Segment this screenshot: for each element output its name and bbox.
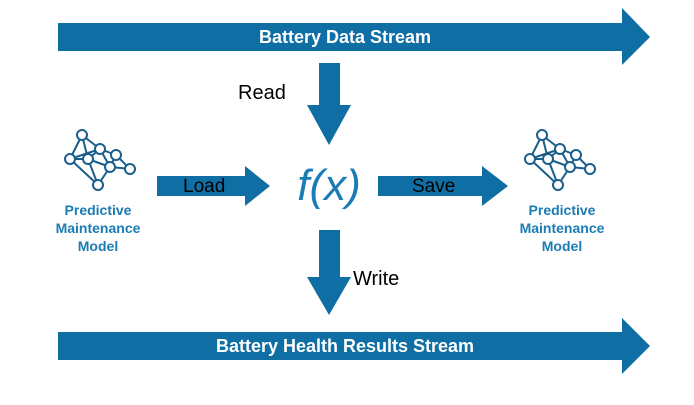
neural-network-icon <box>64 129 136 191</box>
left-model-caption: Predictive Maintenance Model <box>38 201 158 255</box>
right-model-caption-line-3: Model <box>541 238 583 254</box>
save-arrow <box>378 166 508 206</box>
left-model-caption-line-2: Maintenance <box>55 220 141 236</box>
right-model-caption-line-2: Maintenance <box>519 220 605 236</box>
read-arrow <box>307 63 351 145</box>
neural-network-icon <box>524 129 596 191</box>
left-model-caption-line-3: Model <box>77 238 119 254</box>
left-model-caption-line-1: Predictive <box>64 202 132 218</box>
battery-data-stream-label: Battery Data Stream <box>258 27 432 47</box>
read-label: Read <box>238 82 286 104</box>
battery-health-results-stream-label: Battery Health Results Stream <box>215 336 475 356</box>
battery-health-results-stream-arrow <box>58 318 650 374</box>
save-label: Save <box>412 176 456 197</box>
write-arrow <box>307 230 351 315</box>
load-arrow <box>157 166 270 206</box>
right-model-caption: Predictive Maintenance Model <box>502 201 622 255</box>
load-label: Load <box>183 176 226 197</box>
right-model-caption-line-1: Predictive <box>528 202 596 218</box>
battery-data-stream-arrow <box>58 8 650 65</box>
write-label: Write <box>353 268 400 290</box>
function-label: f(x) <box>297 161 361 210</box>
